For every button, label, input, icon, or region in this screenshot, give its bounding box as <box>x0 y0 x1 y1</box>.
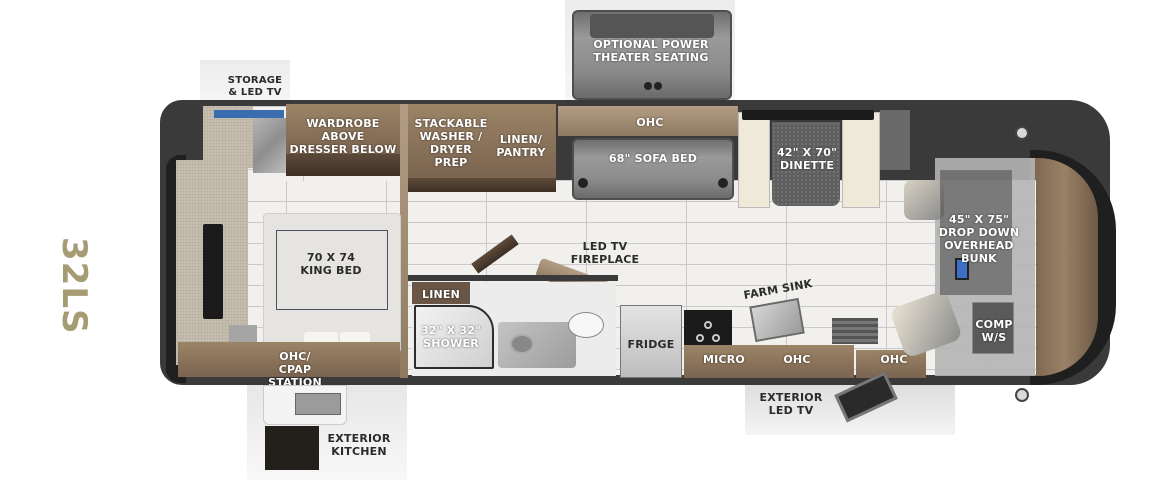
nightstand <box>229 325 257 345</box>
overhead-bunk <box>940 170 1012 295</box>
ohc-cpap-cabinet <box>178 342 400 377</box>
dinette-table <box>772 122 840 206</box>
bedroom-divider <box>400 104 408 378</box>
label-ohc-top: OHC <box>636 116 664 129</box>
label-comp-ws: COMP W/S <box>975 318 1013 344</box>
washer-pantry-cabinet <box>408 104 556 178</box>
dinette-bench-left <box>738 112 770 208</box>
label-micro: MICRO <box>703 353 745 366</box>
theater-seating <box>572 10 732 100</box>
label-wardrobe: WARDROBE ABOVE DRESSER BELOW <box>289 117 397 156</box>
mirror-bottom-icon <box>1015 388 1029 402</box>
burner-icon <box>712 334 720 342</box>
label-exterior-kitchen: EXTERIOR KITCHEN <box>327 432 391 458</box>
storage-metal <box>253 118 290 173</box>
theater-seat-back <box>590 14 714 38</box>
label-sofa-bed: 68" SOFA BED <box>608 152 698 165</box>
ohc-top <box>558 106 738 136</box>
label-shower: 32" X 32" SHOWER <box>420 324 482 350</box>
label-linen-pantry: LINEN/ PANTRY <box>496 133 546 159</box>
label-theater-seating: OPTIONAL POWER THEATER SEATING <box>593 38 709 64</box>
burner-icon <box>704 321 712 329</box>
washer-pantry-base <box>408 178 556 192</box>
comp-ws-desk <box>972 302 1014 354</box>
fridge <box>620 305 682 378</box>
exterior-fridge <box>265 426 319 470</box>
label-storage-tv: STORAGE & LED TV <box>227 75 283 98</box>
wardrobe-drawers <box>286 154 400 176</box>
toilet-icon <box>568 312 604 338</box>
king-bed <box>263 213 401 353</box>
theater-cupholder-icon <box>654 82 662 90</box>
mirror-top-icon <box>1015 126 1029 140</box>
shower <box>414 305 494 369</box>
bathroom-wall <box>408 275 618 281</box>
dinette-window <box>742 110 874 120</box>
label-washer-dryer: STACKABLE WASHER / DRYER PREP <box>414 117 488 169</box>
label-king-bed: 70 X 74 KING BED <box>300 251 362 277</box>
linen-cabinet <box>412 282 470 304</box>
exterior-sink <box>295 393 341 415</box>
dinette-bench-right <box>842 112 880 208</box>
passenger-seat <box>904 180 944 220</box>
label-exterior-tv: EXTERIOR LED TV <box>759 391 823 417</box>
sofa-cupholder-icon <box>578 178 588 188</box>
sofa-cupholder-icon <box>718 178 728 188</box>
rear-window <box>203 224 223 319</box>
dinette-side-wall <box>880 110 910 170</box>
label-ohc-cpap: OHC/ CPAP STATION <box>268 350 322 389</box>
kitchen-ohc-cabinet <box>684 345 854 378</box>
label-ohc-front: OHC <box>880 353 908 366</box>
rear-slide-shadow <box>200 60 290 105</box>
sofa-bed <box>572 138 734 200</box>
theater-cupholder-icon <box>644 82 652 90</box>
label-linen: LINEN <box>421 288 461 301</box>
sink-bowl-icon <box>510 334 534 354</box>
label-bunk: 45" X 75" DROP DOWN OVERHEAD BUNK <box>938 213 1020 265</box>
label-ohc-kitchen: OHC <box>783 353 811 366</box>
label-fridge: FRIDGE <box>627 338 675 351</box>
wardrobe <box>286 104 400 154</box>
rear-tv-blue <box>214 110 284 118</box>
burner-icon <box>696 334 704 342</box>
model-name: 32LS <box>54 237 94 335</box>
range-hood-vent <box>832 318 878 344</box>
label-led-tv-fireplace: LED TV FIREPLACE <box>570 240 640 266</box>
king-bed-quilt <box>276 230 388 310</box>
label-dinette: 42" X 70" DINETTE <box>776 146 838 172</box>
dash-screen-icon <box>955 258 969 280</box>
front-dash <box>1030 158 1098 376</box>
